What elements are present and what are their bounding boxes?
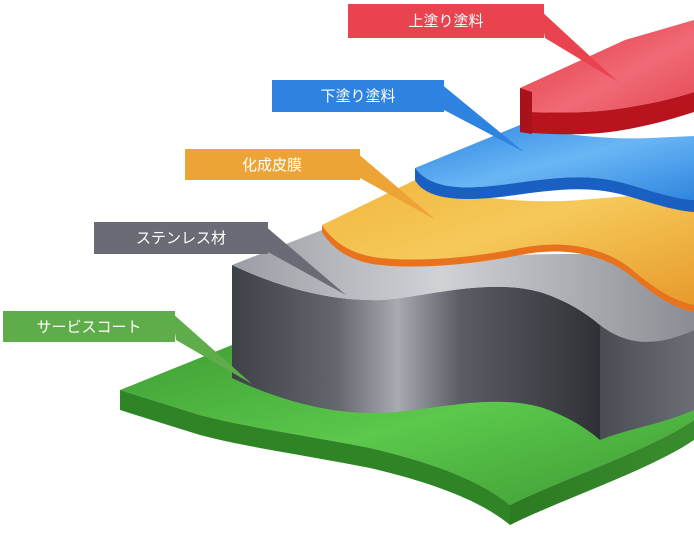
callout-top-coat: 上塗り塗料 [348,4,618,82]
service-coat-front-edge [120,390,510,525]
service-coat-right-edge [510,420,694,525]
chemical-film-top-face [322,180,694,305]
callout-service-coat-label: サービスコート [36,318,141,336]
undercoat-edge [415,168,694,212]
callout-box [3,311,175,342]
callout-pointer [264,225,346,295]
top-coat-edge [520,92,694,135]
callout-stainless: ステンレス材 [94,222,346,295]
callout-chemical-film-label: 化成皮膜 [242,156,302,174]
callout-box [94,222,268,254]
callout-chemical-film: 化成皮膜 [185,149,436,220]
callout-box [272,80,444,112]
callout-stainless-label: ステンレス材 [136,229,226,247]
undercoat-layer [415,125,694,212]
callout-box [348,4,544,38]
stainless-right-face [600,325,694,440]
callout-pointer [540,10,618,82]
undercoat-top-face [415,125,694,200]
callout-pointer [440,83,524,152]
callout-undercoat-label: 下塗り塗料 [320,87,395,105]
top-coat-layer [520,20,694,135]
callout-box [185,149,360,180]
stainless-top-face [232,230,694,342]
callout-pointer [356,152,436,220]
callout-top-coat-label: 上塗り塗料 [408,12,483,30]
callout-service-coat: サービスコート [3,311,252,384]
top-coat-top-face [520,20,694,113]
chemical-film-layer [322,180,694,312]
stainless-front-face-main [232,265,600,440]
callout-pointer [172,313,252,384]
stainless-layer [232,230,694,440]
top-coat-front [520,88,532,134]
callout-undercoat: 下塗り塗料 [272,80,524,152]
